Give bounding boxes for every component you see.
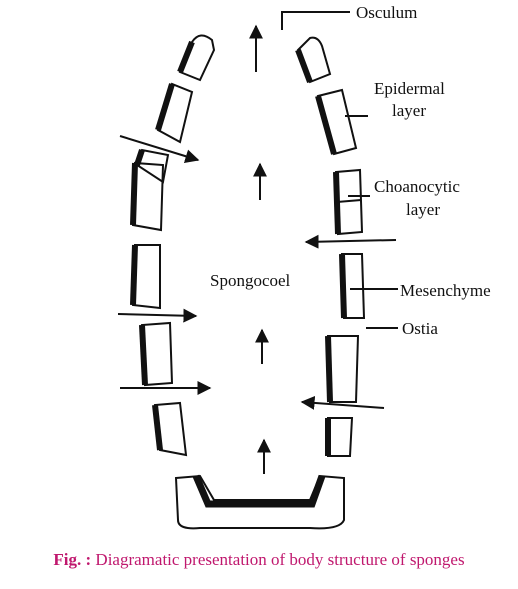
left-body-wall — [130, 34, 216, 457]
label-osculum: Osculum — [356, 3, 417, 22]
water-flow-arrows — [249, 24, 271, 474]
ostia-inflow-arrows — [117, 135, 397, 410]
label-choanocytic-line1: Choanocytic — [374, 177, 460, 196]
caption-prefix: Fig. : — [53, 550, 92, 569]
right-body-wall — [295, 36, 366, 457]
leader-lines — [281, 11, 398, 329]
label-spongocoel: Spongocoel — [210, 271, 291, 290]
label-ostia: Ostia — [402, 319, 438, 338]
label-choanocytic-line2: layer — [406, 200, 440, 219]
figure-caption: Fig. : Diagramatic presentation of body … — [0, 550, 518, 570]
caption-text: Diagramatic presentation of body structu… — [95, 550, 465, 569]
label-mesenchyme: Mesenchyme — [400, 281, 491, 300]
sponge-base — [174, 474, 345, 530]
label-epidermal-line1: Epidermal — [374, 79, 445, 98]
label-epidermal-line2: layer — [392, 101, 426, 120]
